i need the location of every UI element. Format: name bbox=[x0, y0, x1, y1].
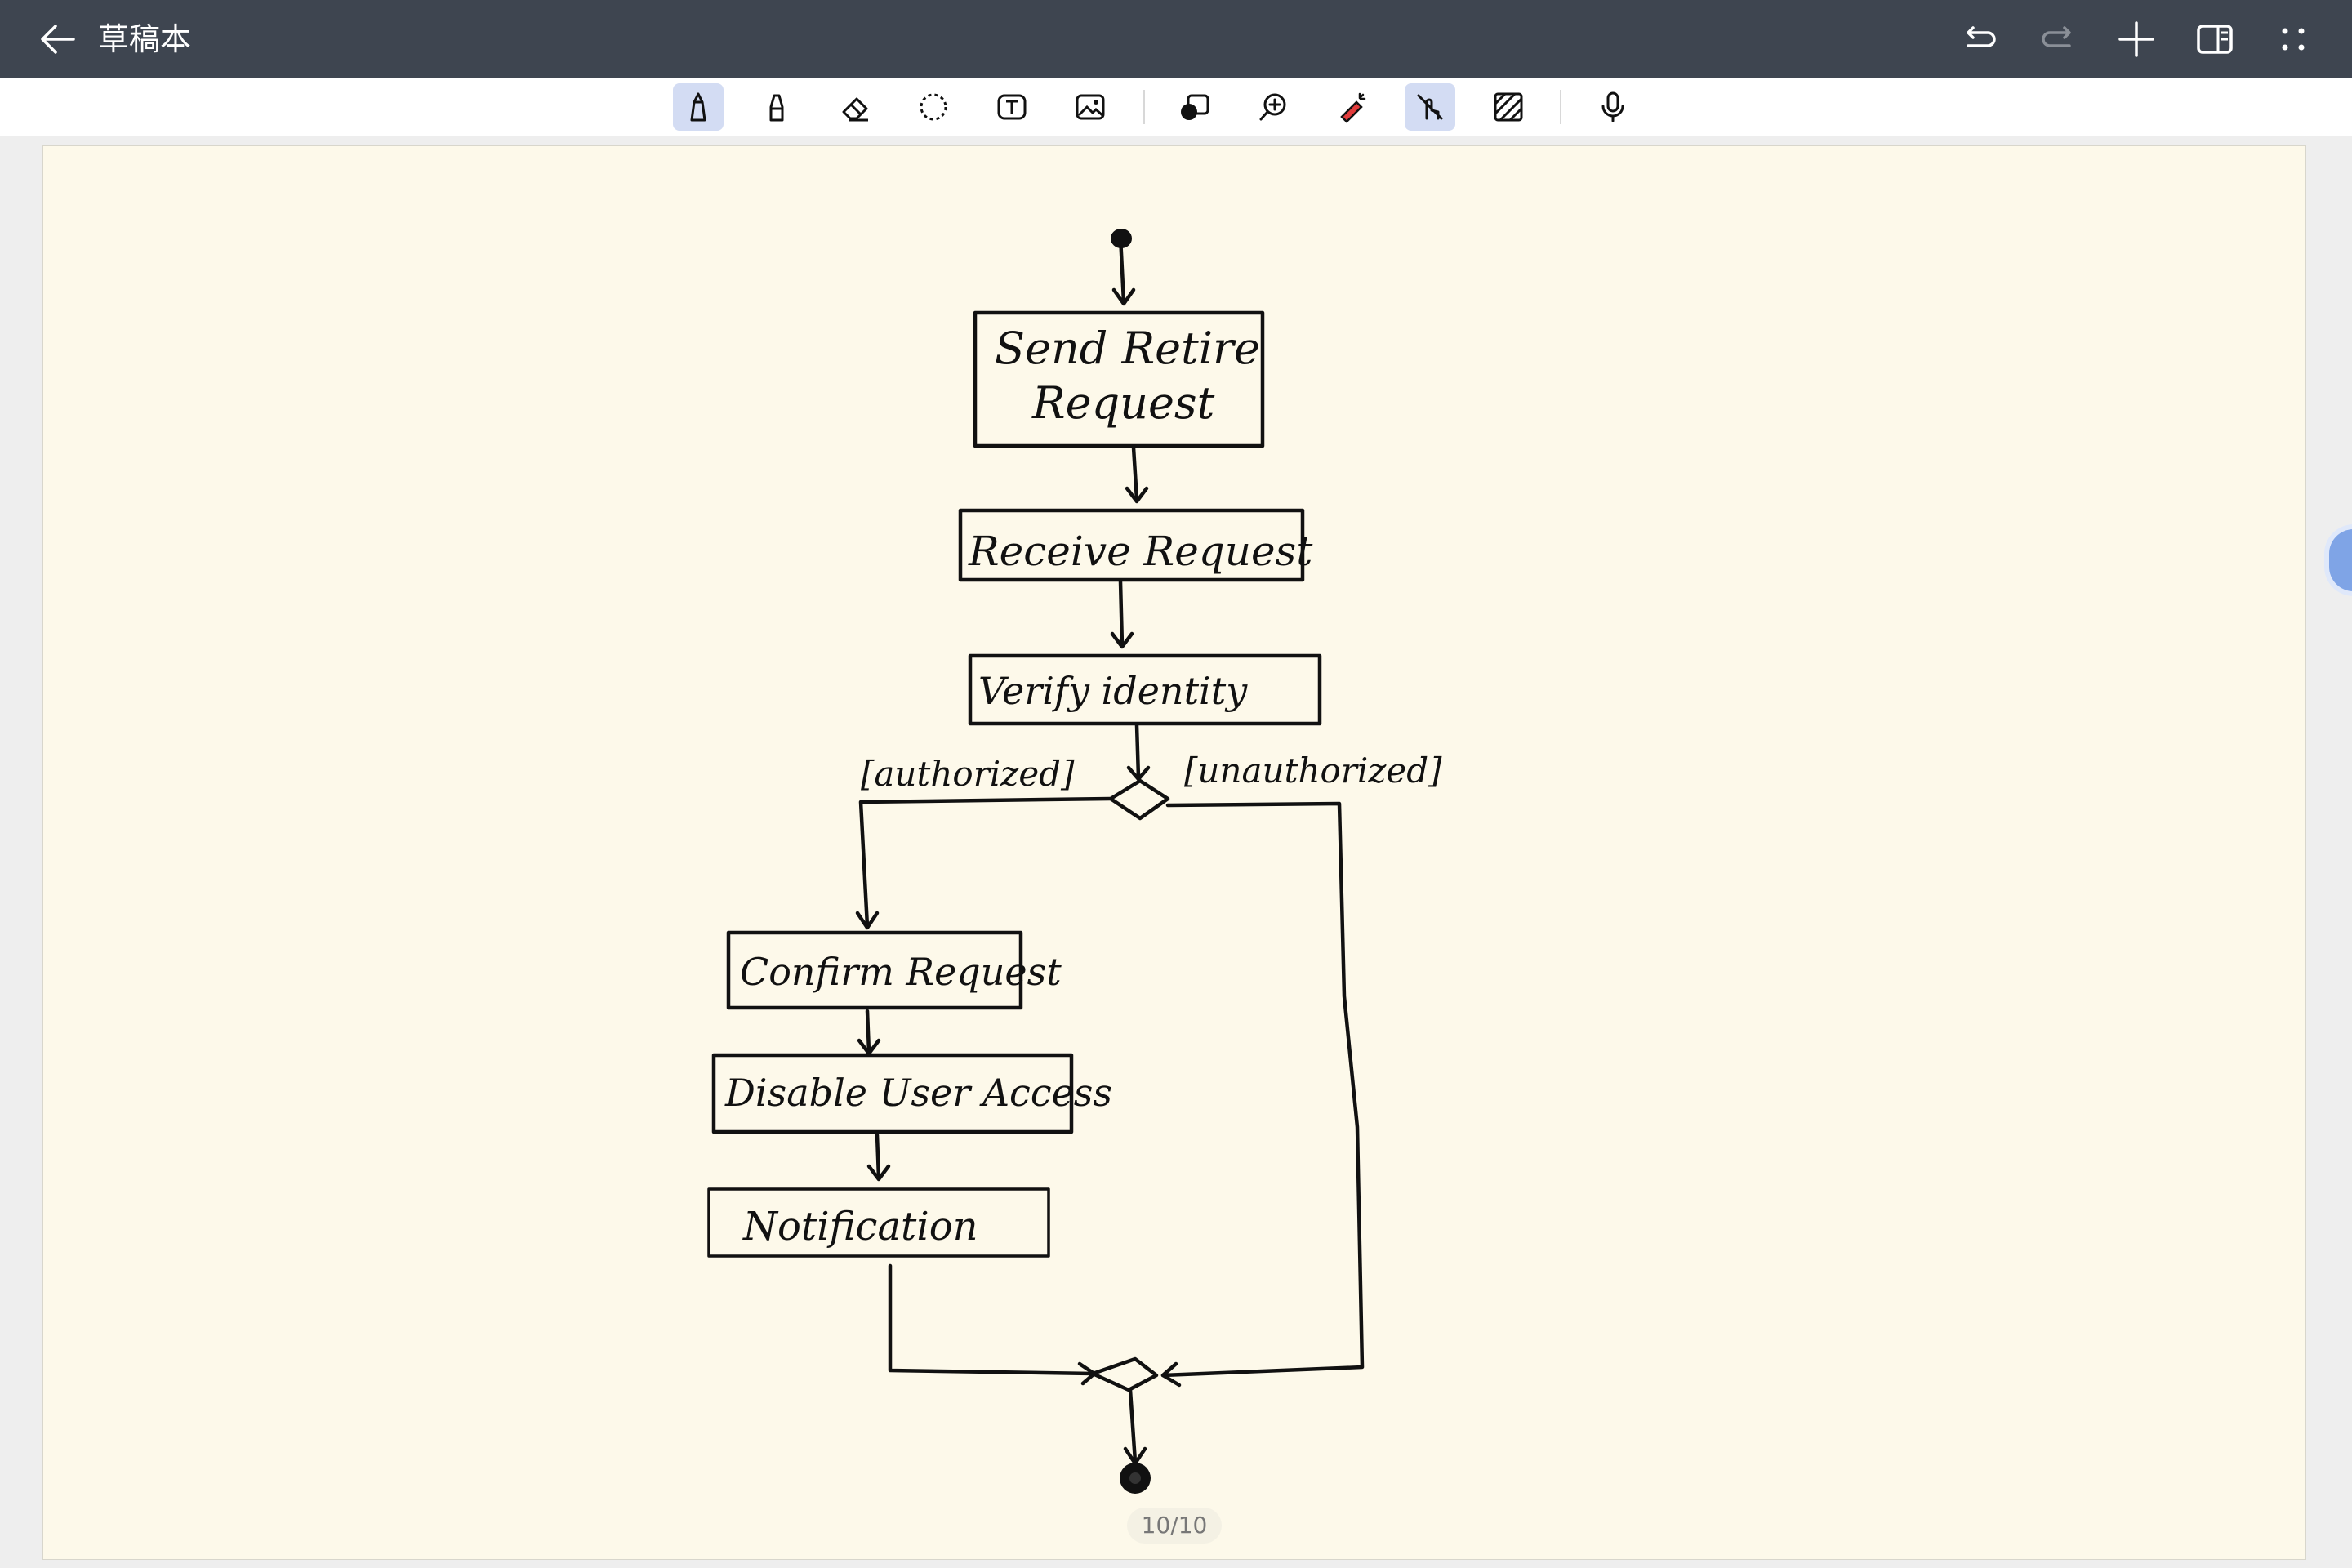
label-receive-request: Receive Request bbox=[968, 528, 1313, 575]
undo-icon[interactable] bbox=[1957, 16, 2002, 62]
label-verify-identity: Verify identity bbox=[978, 669, 1248, 713]
tool-bar bbox=[0, 78, 2352, 136]
lasso-tool-icon[interactable] bbox=[908, 83, 959, 131]
background-pattern-icon[interactable] bbox=[1483, 83, 1534, 131]
action-box bbox=[711, 1053, 1074, 1134]
initial-node bbox=[1111, 229, 1132, 248]
add-page-icon[interactable] bbox=[2114, 16, 2159, 62]
more-icon[interactable] bbox=[2270, 16, 2316, 62]
side-drawer-handle[interactable] bbox=[2329, 529, 2352, 591]
sidebar-panel-icon[interactable] bbox=[2192, 16, 2238, 62]
image-tool-icon[interactable] bbox=[1065, 83, 1116, 131]
microphone-icon[interactable] bbox=[1588, 83, 1638, 131]
toolbar-divider bbox=[1143, 90, 1145, 124]
back-arrow-icon[interactable] bbox=[36, 16, 82, 62]
label-notification: Notification bbox=[742, 1204, 978, 1250]
action-box bbox=[958, 508, 1305, 582]
action-box bbox=[968, 653, 1322, 726]
toolbar-divider bbox=[1560, 90, 1561, 124]
pen-tool-icon[interactable] bbox=[673, 83, 724, 131]
guard-unauthorized: [unauthorized] bbox=[1184, 751, 1442, 791]
label-confirm-request: Confirm Request bbox=[740, 950, 1062, 994]
page-indicator: 10/10 bbox=[1127, 1508, 1222, 1544]
highlighter-tool-icon[interactable] bbox=[751, 83, 802, 131]
laser-pointer-icon[interactable] bbox=[1326, 83, 1377, 131]
label-disable-user-access: Disable User Access bbox=[724, 1071, 1112, 1115]
note-canvas[interactable] bbox=[42, 145, 2306, 1560]
decision-node bbox=[1108, 778, 1170, 821]
guard-authorized: [authorized] bbox=[861, 754, 1075, 794]
page-title: 草稿本 bbox=[98, 21, 192, 57]
eraser-tool-icon[interactable] bbox=[830, 83, 880, 131]
action-box bbox=[707, 1187, 1050, 1258]
title-bar: 草稿本 bbox=[0, 0, 2352, 78]
merge-node bbox=[1090, 1356, 1159, 1392]
finger-draw-icon[interactable] bbox=[1405, 83, 1455, 131]
shape-tool-icon[interactable] bbox=[1169, 83, 1220, 131]
redo-icon[interactable] bbox=[2035, 16, 2081, 62]
action-box bbox=[973, 310, 1265, 448]
text-box-tool-icon[interactable] bbox=[987, 83, 1037, 131]
action-box bbox=[726, 930, 1023, 1010]
zoom-tool-icon[interactable] bbox=[1248, 83, 1298, 131]
label-send-retire: Send Retire bbox=[995, 323, 1260, 374]
label-request: Request bbox=[1031, 377, 1215, 429]
